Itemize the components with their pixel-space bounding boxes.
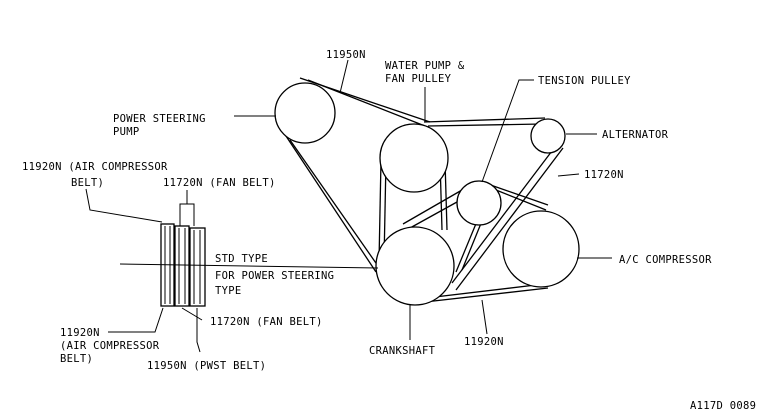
leader-air-comp-bottom <box>108 307 164 333</box>
belt-cross-section <box>119 223 379 307</box>
pwst-belt-left-run-2 <box>289 139 379 267</box>
ac-compressor-pulley <box>502 210 580 288</box>
label-alternator: ALTERNATOR <box>602 129 669 141</box>
label-11720n-right: 11720N <box>584 169 624 181</box>
label-11920n-bottom: 11920N <box>464 336 504 348</box>
pwst-belt-top-run-2 <box>307 79 426 127</box>
leader-fan-belt-bottom <box>181 307 203 321</box>
label-pwst-belt: 11950N (PWST BELT) <box>147 360 266 372</box>
leader-air-comp-top <box>85 188 163 223</box>
crankshaft-pulley <box>375 226 455 306</box>
fan-belt-top-run <box>423 117 546 123</box>
label-air-comp-bottom-line3: BELT) <box>60 353 93 365</box>
label-air-comp-bottom-line1: 11920N <box>60 327 100 339</box>
label-fan-belt-top: 11720N (FAN BELT) <box>163 177 276 189</box>
alternator-pulley <box>530 118 566 154</box>
leader-pwst-belt <box>196 308 201 353</box>
label-for-ps-line2: TYPE <box>215 285 242 297</box>
leader-tension-pulley <box>481 79 534 183</box>
power-steering-pump-pulley <box>274 82 336 144</box>
tension-pulley <box>456 180 502 226</box>
leader-fan-belt-top <box>179 203 195 226</box>
leader-11950n-top <box>339 59 349 94</box>
fan-belt-right-run-2 <box>451 142 559 284</box>
label-crankshaft: CRANKSHAFT <box>369 345 436 357</box>
water-pump-fan-pulley <box>379 123 449 193</box>
pwst-belt-left-run <box>281 129 377 273</box>
std-type-reference-line <box>119 263 379 269</box>
fan-belt-top-run-2 <box>427 123 543 127</box>
ac-belt-bottom-run <box>415 287 549 304</box>
label-tension-pulley: TENSION PULLEY <box>538 75 631 87</box>
label-power-steering-line2: PUMP <box>113 126 140 138</box>
fan-belt-wp-crank-left <box>378 159 382 263</box>
label-for-ps-line1: FOR POWER STEERING <box>215 270 334 282</box>
label-air-comp-belt-line2: BELT) <box>71 177 104 189</box>
label-ac-compressor: A/C COMPRESSOR <box>619 254 712 266</box>
label-fan-belt-bottom: 11720N (FAN BELT) <box>210 316 323 328</box>
pulleys <box>274 82 580 306</box>
label-power-steering-line1: POWER STEERING <box>113 113 206 125</box>
text-labels: 11950N WATER PUMP & FAN PULLEY TENSION P… <box>22 49 756 411</box>
figure-id: A117D 0089 <box>690 400 756 411</box>
fan-belt-section <box>174 225 190 307</box>
fan-belt-right-run <box>455 147 564 291</box>
label-std-type: STD TYPE <box>215 253 268 265</box>
label-air-comp-belt-line1: 11920N (AIR COMPRESSOR <box>22 161 168 173</box>
label-air-comp-bottom-line2: (AIR COMPRESSOR <box>60 340 160 352</box>
label-water-pump-line1: WATER PUMP & <box>385 60 465 72</box>
leader-11920n-bottom <box>481 299 488 335</box>
leader-lines <box>85 59 612 353</box>
pwst-belt-section <box>189 227 206 307</box>
leader-11720n-right <box>557 173 580 177</box>
label-11950n-top: 11950N <box>326 49 366 61</box>
ac-belt-crank-tension <box>402 189 463 225</box>
label-water-pump-line2: FAN PULLEY <box>385 73 452 85</box>
